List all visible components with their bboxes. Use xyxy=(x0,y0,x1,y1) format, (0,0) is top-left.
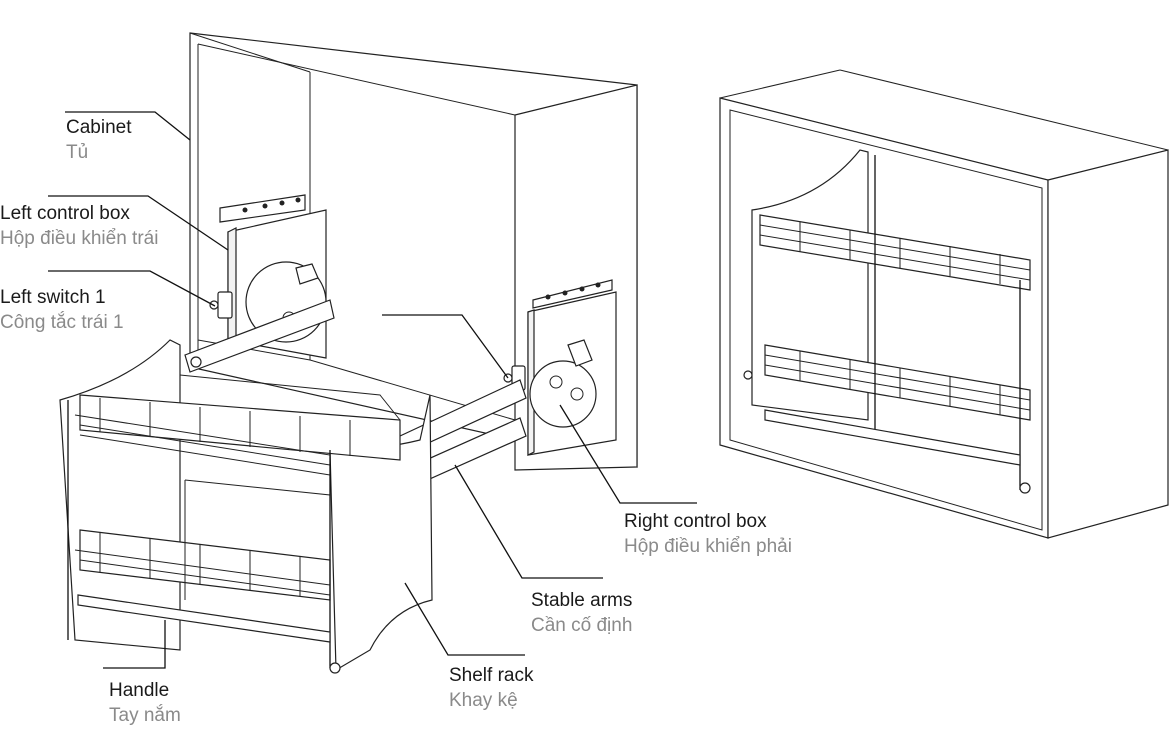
label-right-control-box-en: Right control box xyxy=(624,511,767,532)
leader-right-control-box xyxy=(559,404,697,504)
leader-left-control-box xyxy=(48,195,229,251)
label-handle-en: Handle xyxy=(109,680,170,701)
label-handle: Handle Tay nắm xyxy=(109,679,181,728)
label-shelf-rack: Shelf rack Khay kệ xyxy=(449,664,533,713)
shelf-rack-closed xyxy=(743,149,1031,494)
label-right-control-box: Right control box Hộp điều khiển phải xyxy=(624,510,792,559)
shelf-rack-extended xyxy=(59,339,433,674)
label-left-switch-vi: Công tắc trái 1 xyxy=(0,311,124,333)
label-left-control-box-en: Left control box xyxy=(0,203,130,224)
label-right-control-box-vi: Hộp điều khiển phải xyxy=(624,535,792,557)
label-cabinet: Cabinet Tủ xyxy=(66,116,132,165)
label-handle-vi: Tay nắm xyxy=(109,704,181,726)
label-left-switch-en: Left switch 1 xyxy=(0,287,106,308)
label-cabinet-en: Cabinet xyxy=(66,117,132,138)
label-stable-arms-en: Stable arms xyxy=(531,590,633,611)
label-left-control-box-vi: Hộp điều khiển trái xyxy=(0,227,159,249)
leader-right-switch xyxy=(382,314,509,379)
label-left-control-box: Left control box Hộp điều khiển trái xyxy=(0,202,158,251)
cabinet-closed xyxy=(719,69,1169,539)
label-left-switch: Left switch 1 Công tắc trái 1 xyxy=(0,286,124,335)
leader-handle xyxy=(103,620,166,669)
leader-lines xyxy=(48,111,697,669)
label-cabinet-vi: Tủ xyxy=(66,141,89,163)
right-control-box xyxy=(527,279,617,456)
leader-shelf-rack xyxy=(404,582,525,656)
leader-stable-arms xyxy=(454,464,603,579)
leader-cabinet xyxy=(65,111,191,141)
label-shelf-rack-vi: Khay kệ xyxy=(449,689,518,711)
label-shelf-rack-en: Shelf rack xyxy=(449,665,534,686)
label-stable-arms-vi: Cần cố định xyxy=(531,614,633,636)
leader-left-switch xyxy=(48,270,216,307)
label-stable-arms: Stable arms Cần cố định xyxy=(531,589,632,638)
left-switch xyxy=(209,291,233,319)
